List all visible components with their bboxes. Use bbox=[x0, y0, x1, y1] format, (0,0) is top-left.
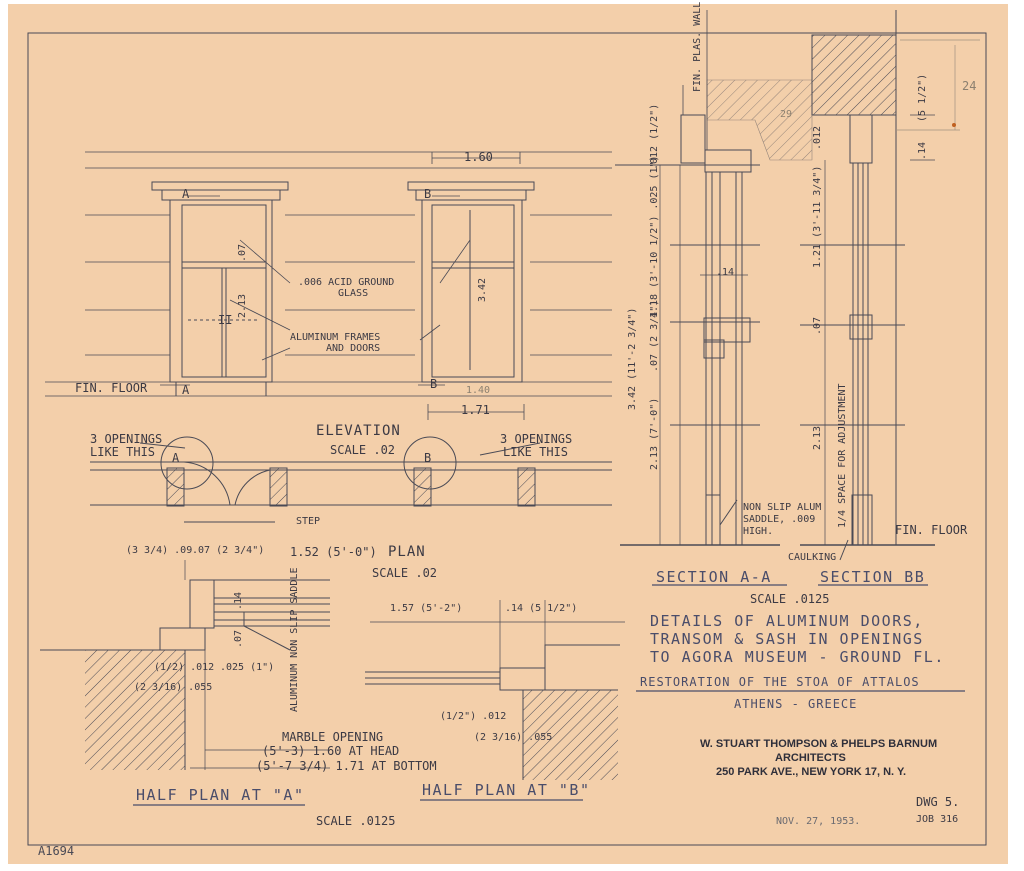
openings-left-line1: 3 OPENINGS bbox=[90, 432, 163, 446]
title-underlines bbox=[133, 584, 965, 806]
fin-plas-wall-label: FIN. PLAS. WALL bbox=[692, 1, 703, 92]
dim-sec-bb-top: .012 bbox=[812, 125, 823, 150]
door-panel-mark: II bbox=[218, 313, 233, 327]
plan-scale: SCALE .02 bbox=[372, 566, 438, 580]
sections-scale: SCALE .0125 bbox=[750, 592, 830, 606]
half-plans-scale: SCALE .0125 bbox=[316, 814, 396, 828]
alum-frames-line2: AND DOORS bbox=[326, 343, 381, 354]
alum-frames-line1: ALUMINUM FRAMES bbox=[290, 332, 381, 343]
section-marker-a-top: A bbox=[182, 187, 190, 201]
space-for-adjustment: 1/4 SPACE FOR ADJUSTMENT bbox=[837, 383, 848, 529]
dim-hp-b-14: .14 (5 1/2") bbox=[505, 603, 578, 614]
non-slip-saddle-line2: SADDLE, .009 bbox=[743, 514, 816, 525]
drawing-date: NOV. 27, 1953. bbox=[776, 816, 861, 827]
openings-right-line1: 3 OPENINGS bbox=[500, 432, 573, 446]
dim-sec-bb-1: 1.21 (3'-11 3/4") bbox=[812, 165, 823, 268]
openings-right-line2: LIKE THIS bbox=[503, 445, 569, 459]
section-marker-a-bottom: A bbox=[182, 383, 190, 397]
half-plan-b-title: HALF PLAN AT "B" bbox=[422, 781, 591, 799]
non-slip-saddle-line3: HIGH. bbox=[743, 526, 774, 537]
section-bb-title: SECTION BB bbox=[820, 568, 926, 586]
title-line3: TO AGORA MUSEUM - GROUND FL. bbox=[650, 648, 945, 666]
half-plan-b bbox=[365, 600, 625, 780]
acid-glass-line2: GLASS bbox=[338, 288, 369, 299]
dim-hp-a-012: (1/2) .012 bbox=[154, 662, 215, 673]
pencil-notes bbox=[896, 39, 980, 131]
architect-name: W. STUART THOMPSON & PHELPS BARNUM bbox=[700, 738, 938, 750]
section-marker-b-bottom: B bbox=[430, 377, 438, 391]
door-b-elevation bbox=[407, 181, 535, 383]
dim-sec-bb-wall: .14 bbox=[917, 141, 928, 160]
dim-sec-bb-bottom: 2.13 bbox=[812, 425, 823, 450]
half-plan-a-title: HALF PLAN AT "A" bbox=[136, 786, 305, 804]
dim-sec-aa-width: .14 bbox=[716, 267, 735, 278]
dim-hp-b-012: (1/2") .012 bbox=[440, 711, 507, 722]
archive-number: A1694 bbox=[38, 844, 75, 858]
non-slip-saddle-line1: NON SLIP ALUM bbox=[743, 502, 822, 513]
dim-sec-aa-bottom: 2.13 (7'-0") bbox=[649, 397, 660, 470]
dim-sec-bb-wall-in: (5 1/2") bbox=[917, 73, 928, 122]
door-a-elevation bbox=[151, 181, 289, 396]
half-plan-a bbox=[40, 560, 330, 770]
section-marker-b-top: B bbox=[424, 187, 432, 201]
dim-sec-aa-1: 1.18 (3'-10 1/2") .025 (1") bbox=[649, 155, 660, 318]
acid-glass-line1: .006 ACID GROUND bbox=[298, 277, 395, 288]
marble-opening-line2: (5'-3) 1.60 AT HEAD bbox=[262, 744, 400, 758]
step-label: STEP bbox=[296, 516, 321, 527]
dim-sec-bb-2: .07 bbox=[812, 316, 823, 335]
fin-floor-label-right: FIN. FLOOR bbox=[895, 523, 968, 537]
dim-door-b-height: 3.42 bbox=[477, 277, 488, 302]
section-aa-title: SECTION A-A bbox=[656, 568, 772, 586]
dim-hp-a-025: .025 (1") bbox=[220, 662, 275, 673]
dim-bottom-width: 1.71 bbox=[461, 403, 490, 417]
elevation-title: ELEVATION bbox=[316, 423, 401, 439]
title-line1: DETAILS OF ALUMINUM DOORS, bbox=[650, 612, 924, 630]
caulking-label: CAULKING bbox=[788, 552, 837, 563]
fin-floor-label-left: FIN. FLOOR bbox=[75, 381, 148, 395]
section-aa bbox=[615, 10, 780, 546]
section-bb bbox=[706, 10, 935, 561]
drawing-border bbox=[27, 32, 987, 846]
dim-plan-a-1: (3 3/4) .09 bbox=[126, 545, 193, 556]
dim-plan-width: 1.52 (5'-0") bbox=[290, 545, 377, 559]
dim-sec-aa-2: .07 (2 3/4") bbox=[649, 299, 660, 372]
dim-door-a-transom: .07 bbox=[237, 243, 248, 262]
dim-hp-a-055: (2 3/16) .055 bbox=[134, 682, 213, 693]
dim-bottom-width-pencil: 1.40 bbox=[466, 385, 491, 396]
job-number: JOB 316 bbox=[916, 814, 959, 825]
plan-title: PLAN bbox=[388, 544, 426, 560]
dim-top-width: 1.60 bbox=[464, 150, 493, 164]
pencil-29: 29 bbox=[780, 109, 793, 120]
elevation-wall-lines bbox=[45, 151, 612, 397]
dim-hp-a-14: .14 bbox=[233, 591, 244, 610]
plan-marker-b: B bbox=[424, 451, 432, 465]
openings-left-line2: LIKE THIS bbox=[90, 445, 156, 459]
elevation-scale: SCALE .02 bbox=[330, 443, 396, 457]
dim-plan-a-2: .07 (2 3/4") bbox=[192, 545, 265, 556]
elevation-dimensions bbox=[160, 152, 525, 420]
project-location: ATHENS - GREECE bbox=[734, 697, 858, 711]
dim-hp-b-157: 1.57 (5'-2") bbox=[390, 603, 463, 614]
plan-marker-a: A bbox=[172, 451, 180, 465]
title-line2: TRANSOM & SASH IN OPENINGS bbox=[650, 630, 924, 648]
aluminum-saddle-label: ALUMINUM NON SLIP SADDLE bbox=[289, 567, 300, 713]
pencil-24: 24 bbox=[962, 79, 977, 93]
architect-address: 250 PARK AVE., NEW YORK 17, N. Y. bbox=[716, 766, 907, 778]
dim-sec-aa-total: 3.42 (11'-2 3/4") bbox=[627, 307, 638, 410]
marble-opening-line1: MARBLE OPENING bbox=[282, 730, 384, 744]
project-name: RESTORATION OF THE STOA OF ATTALOS bbox=[640, 675, 920, 689]
dim-door-a-height: 2.13 bbox=[237, 293, 248, 318]
architect-role: ARCHITECTS bbox=[775, 752, 846, 764]
drawing-number: DWG 5. bbox=[916, 795, 960, 809]
plan-view bbox=[90, 436, 612, 523]
dim-hp-b-055: (2 3/16) .055 bbox=[474, 732, 553, 743]
dim-hp-a-07: .07 bbox=[233, 629, 244, 648]
marble-opening-line3: (5'-7 3/4) 1.71 AT BOTTOM bbox=[256, 759, 437, 773]
